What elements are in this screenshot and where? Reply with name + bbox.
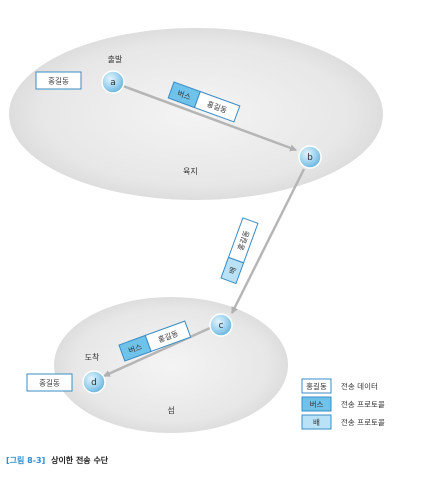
packet-bus-island: 버스 홍길동 <box>118 320 192 362</box>
island-label: 섬 <box>167 405 174 415</box>
svg-text:전송 데이터: 전송 데이터 <box>341 381 378 391</box>
node-a: a <box>101 70 125 94</box>
mainland-label: 육지 <box>183 167 198 176</box>
link-a-b <box>122 84 297 152</box>
departure-label: 출발 <box>108 54 123 64</box>
svg-text:b: b <box>307 153 313 163</box>
node-d: d <box>82 370 106 394</box>
svg-text:배: 배 <box>313 418 320 427</box>
packet-bus-mainland: 버스 홍길동 <box>167 81 241 123</box>
legend-item-ship: 배 전송 프로토콜 <box>301 414 385 430</box>
data-box-end: 홍길동 <box>26 373 73 392</box>
svg-text:버스: 버스 <box>310 399 324 409</box>
svg-text:배: 배 <box>227 266 238 276</box>
node-c: c <box>209 313 233 337</box>
svg-text:전송 프로토콜: 전송 프로토콜 <box>341 417 385 427</box>
svg-text:버스: 버스 <box>176 88 192 102</box>
legend: 홍길동 전송 데이터 버스 전송 프로토콜 배 전송 프로토콜 <box>301 378 385 430</box>
link-b-c <box>230 168 306 314</box>
figure-caption: [그림 8-3] 상이한 전송 수단 <box>6 455 109 465</box>
svg-text:[그림 8-3] 상이한 전송 수단: [그림 8-3] 상이한 전송 수단 <box>6 455 109 465</box>
packet-ship: 배 홍길동 <box>220 217 259 285</box>
svg-text:홍길동: 홍길동 <box>306 381 327 391</box>
svg-text:c: c <box>219 321 224 331</box>
svg-text:버스: 버스 <box>127 341 143 355</box>
svg-text:홍길동: 홍길동 <box>48 76 69 86</box>
legend-item-data: 홍길동 전송 데이터 <box>301 378 378 394</box>
svg-text:전송 프로토콜: 전송 프로토콜 <box>341 399 385 409</box>
svg-text:a: a <box>110 78 116 88</box>
svg-text:d: d <box>91 378 97 388</box>
data-box-start: 홍길동 <box>35 71 82 90</box>
arrival-label: 도착 <box>85 353 100 362</box>
link-c-d <box>103 326 211 378</box>
caption-number: [그림 8-3] <box>6 455 45 465</box>
node-b: b <box>298 145 322 169</box>
svg-text:홍길동: 홍길동 <box>39 378 60 388</box>
legend-item-bus: 버스 전송 프로토콜 <box>301 396 385 412</box>
caption-title: 상이한 전송 수단 <box>51 455 109 465</box>
